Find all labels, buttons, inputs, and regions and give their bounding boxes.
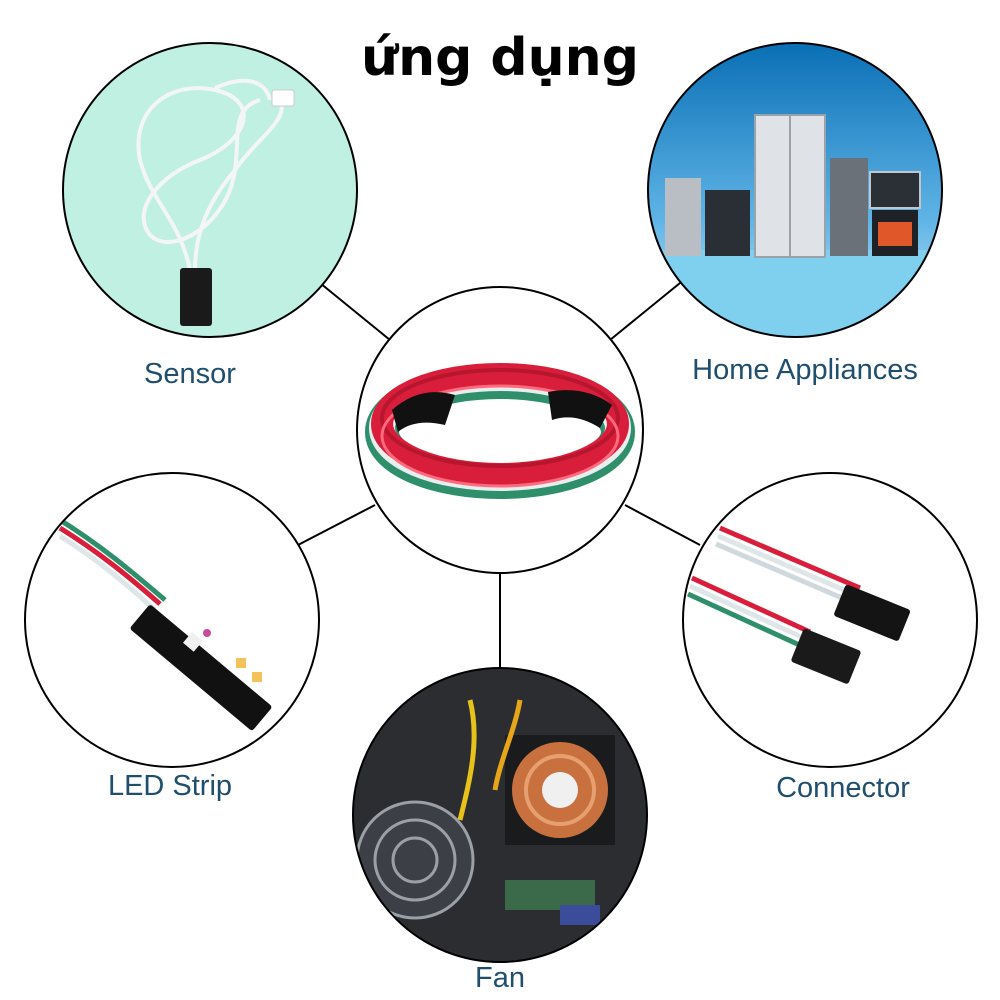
link-sensor <box>319 282 391 341</box>
cooling-fan-icon <box>355 699 615 925</box>
label-home-appliances: Home Appliances <box>692 354 918 386</box>
link-home-appliances <box>609 282 681 341</box>
home-appliances-icon <box>648 114 942 337</box>
link-led-strip <box>297 504 376 546</box>
node-connector <box>682 472 978 768</box>
cable-coil-icon <box>365 363 635 499</box>
label-led-strip: LED Strip <box>107 770 233 802</box>
connector-lines <box>297 282 701 668</box>
label-sensor: Sensor <box>144 358 236 390</box>
connector-plug-icon <box>686 525 910 684</box>
led-strip-icon <box>58 517 272 731</box>
node-home-appliances <box>647 42 943 338</box>
page-title: ứng dụng <box>361 28 639 88</box>
node-led-strip <box>24 472 320 768</box>
sensor-cable-icon <box>136 78 284 271</box>
center-circle <box>356 286 644 574</box>
node-fan <box>352 667 648 963</box>
label-connector: Connector <box>776 772 910 804</box>
label-fan: Fan <box>475 962 525 994</box>
node-sensor <box>62 42 358 338</box>
link-connector <box>624 504 701 546</box>
